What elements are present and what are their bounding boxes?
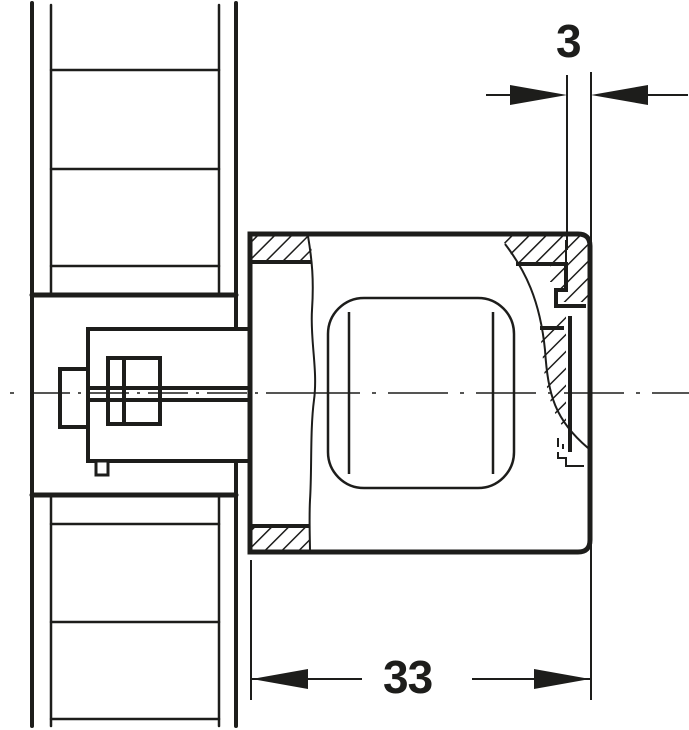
gap-dimension-label: 3 xyxy=(556,15,582,67)
depth-dimension-label: 33 xyxy=(383,651,433,703)
panel-left xyxy=(29,1,239,728)
dimension-depth xyxy=(250,560,590,700)
dimension-gap xyxy=(486,72,688,700)
